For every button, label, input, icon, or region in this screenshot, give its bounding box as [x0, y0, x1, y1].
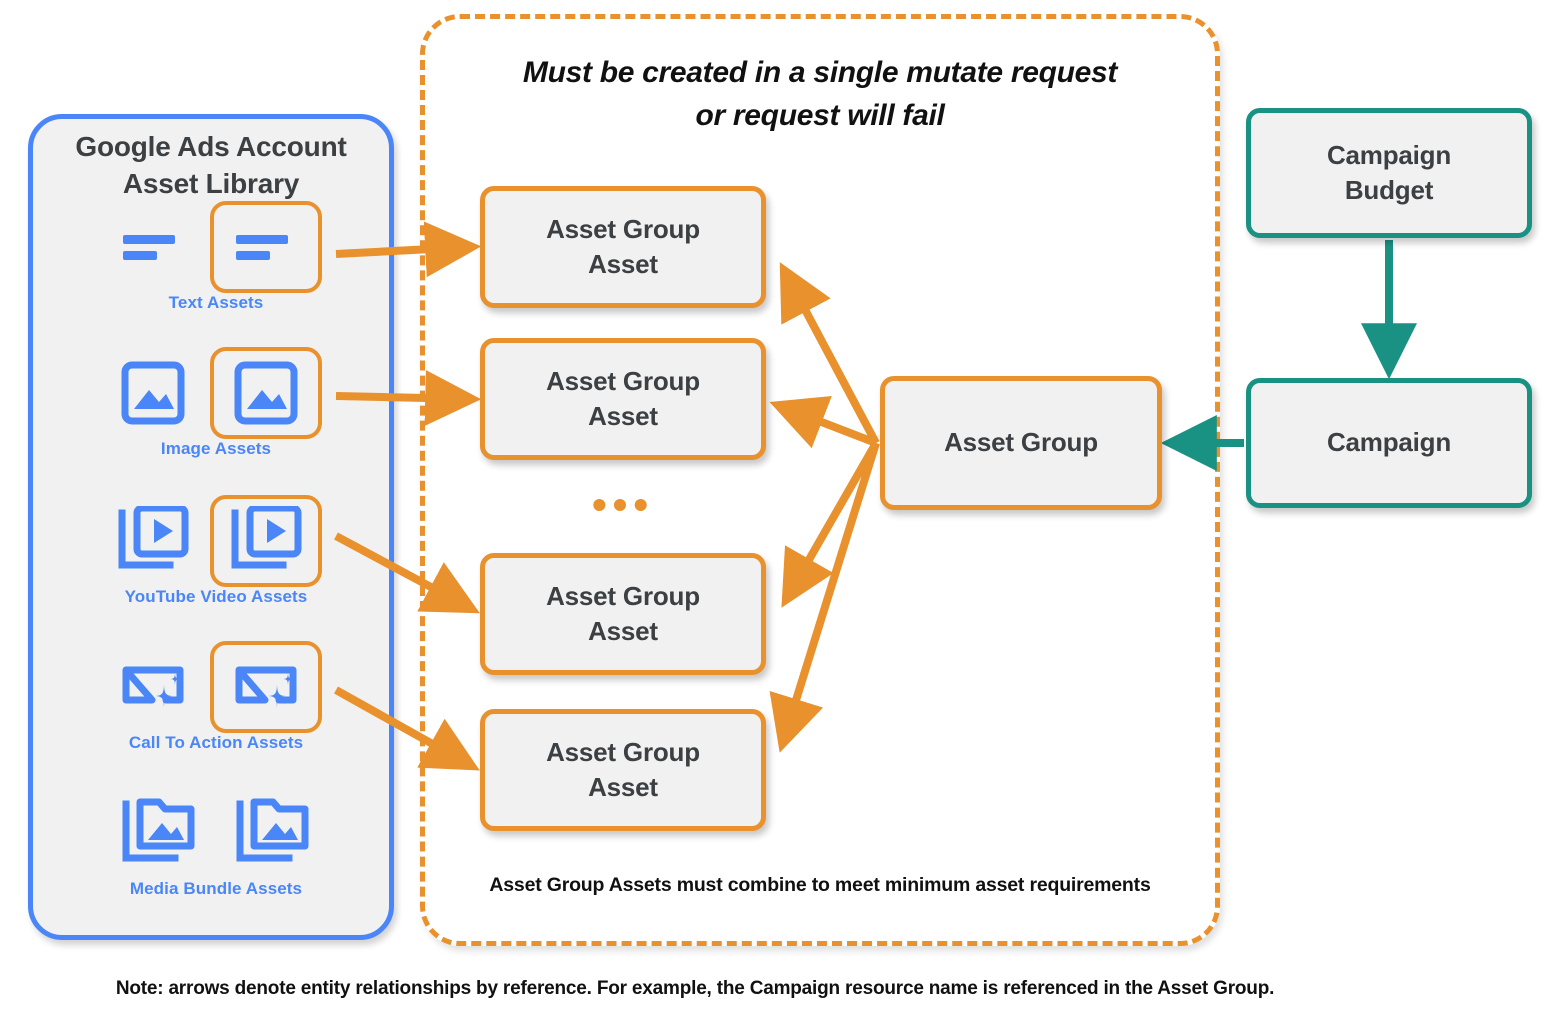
mutate-request-container	[420, 14, 1220, 946]
asset-library-panel: Google Ads Account Asset Library Text	[28, 114, 394, 940]
asset-row-caption: YouTube Video Assets	[124, 587, 308, 606]
asset-group-asset-node[interactable]: Asset Group Asset	[480, 553, 766, 675]
asset-group-asset-node[interactable]: Asset Group Asset	[480, 709, 766, 831]
video-stack-icon-selected[interactable]	[210, 495, 322, 587]
asset-row-icons	[33, 495, 399, 587]
campaign-node[interactable]: Campaign	[1246, 378, 1532, 508]
asset-group-node[interactable]: Asset Group	[880, 376, 1162, 510]
campaign-budget-node[interactable]: Campaign Budget	[1246, 108, 1532, 238]
media-bundle-folder-icon-2	[230, 793, 316, 873]
footer-note: Note: arrows denote entity relationships…	[115, 978, 1275, 999]
asset-row-text[interactable]: Text Assets	[33, 201, 399, 325]
asset-group-asset-node[interactable]: Asset Group Asset	[480, 338, 766, 460]
text-lines-icon	[110, 207, 196, 287]
asset-group-asset-node[interactable]: Asset Group Asset	[480, 186, 766, 308]
asset-row-caption: Image Assets	[160, 439, 272, 458]
media-bundle-folder-icon	[116, 793, 202, 873]
call-to-action-sparkle-icon-selected[interactable]	[210, 641, 322, 733]
asset-library-title: Google Ads Account Asset Library	[75, 131, 347, 200]
call-to-action-sparkle-icon	[110, 647, 196, 727]
image-icon	[110, 353, 196, 433]
mutate-request-header-note: Must be created in a single mutate reque…	[522, 56, 1118, 132]
ellipsis-indicator: •••	[591, 481, 655, 528]
asset-row-icons	[33, 201, 399, 293]
asset-row-caption: Call To Action Assets	[128, 733, 304, 752]
asset-row-caption: Text Assets	[168, 293, 264, 312]
asset-row-icons	[33, 347, 399, 439]
minimum-asset-requirements-note: Asset Group Assets must combine to meet …	[489, 874, 1151, 896]
asset-row-media-bundle[interactable]: Media Bundle Assets	[33, 789, 399, 911]
text-lines-icon-selected[interactable]	[210, 201, 322, 293]
asset-row-cta[interactable]: Call To Action Assets	[33, 641, 399, 765]
asset-row-caption: Media Bundle Assets	[129, 879, 303, 898]
asset-row-image[interactable]: Image Assets	[33, 347, 399, 471]
asset-row-video[interactable]: YouTube Video Assets	[33, 495, 399, 619]
video-stack-icon	[110, 501, 196, 581]
asset-row-icons	[33, 789, 399, 877]
asset-row-icons	[33, 641, 399, 733]
image-icon-selected[interactable]	[210, 347, 322, 439]
